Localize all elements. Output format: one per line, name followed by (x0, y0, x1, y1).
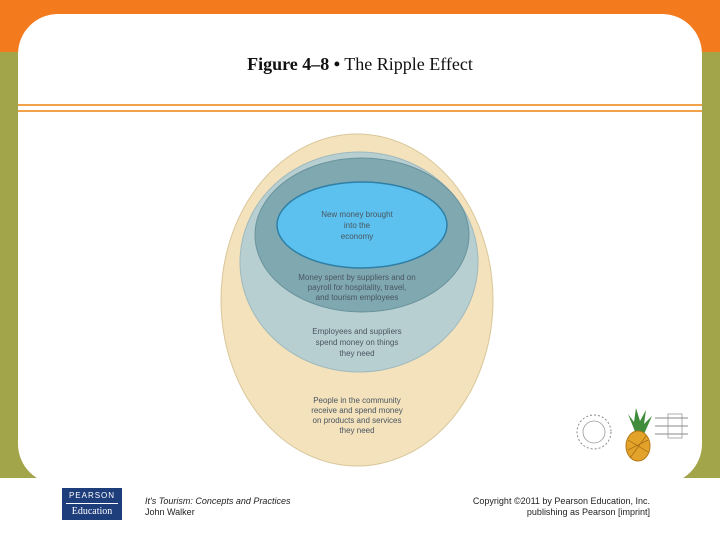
pearson-logo: PEARSON Education (62, 488, 122, 520)
community-label-3: on products and services (313, 416, 402, 425)
new-money-label-2: into the (344, 221, 371, 230)
employees-label-1: Employees and suppliers (312, 327, 401, 336)
logo-line2: Education (71, 506, 113, 517)
footer-copyright: Copyright ©2011 by Pearson Education, In… (473, 496, 650, 518)
logo-line1: PEARSON (68, 491, 116, 500)
title-rule-lower (18, 110, 702, 112)
pineapple-icon (625, 408, 652, 462)
postmark-stamp-icon (576, 413, 688, 450)
figure-number: Figure 4–8 • (247, 54, 341, 74)
publisher-line: publishing as Pearson [imprint] (526, 507, 650, 517)
community-label-1: People in the community (313, 396, 401, 405)
community-label-4: they need (339, 426, 374, 435)
employees-label-2: spend money on things (316, 338, 399, 347)
author-name: John Walker (145, 507, 195, 517)
slide-title: Figure 4–8 • The Ripple Effect (18, 54, 702, 75)
footer-book-info: It's Tourism: Concepts and Practices Joh… (145, 496, 290, 518)
employees-label-3: they need (339, 349, 374, 358)
payroll-label-2: payroll for hospitality, travel, (308, 283, 407, 292)
figure-title: The Ripple Effect (340, 54, 473, 74)
new-money-label-3: economy (341, 232, 373, 241)
title-rule-upper (18, 104, 702, 106)
payroll-label-1: Money spent by suppliers and on (298, 273, 415, 282)
payroll-label-3: and tourism employees (316, 293, 399, 302)
ring-new-money (276, 181, 448, 269)
book-title: It's Tourism: Concepts and Practices (145, 496, 291, 506)
new-money-label-1: New money brought (321, 210, 393, 219)
community-label-2: receive and spend money (311, 406, 403, 415)
copyright-line: Copyright ©2011 by Pearson Education, In… (472, 496, 650, 506)
logo-divider (66, 503, 118, 504)
